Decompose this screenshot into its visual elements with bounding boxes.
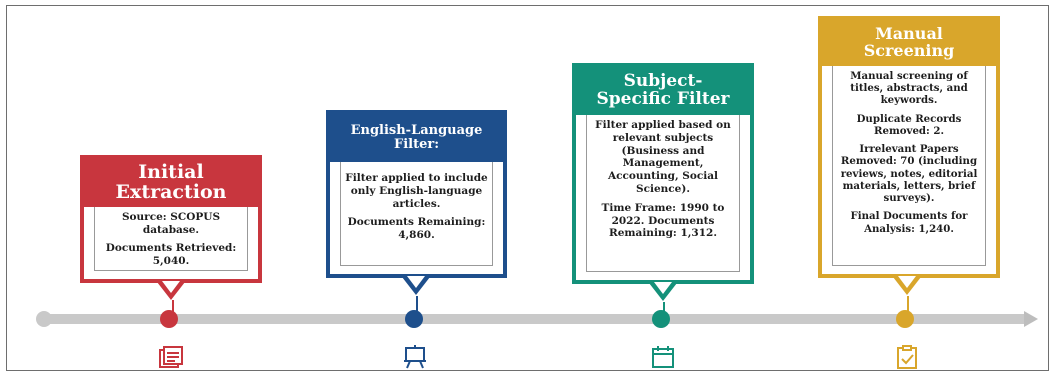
stage-1-title-line1: Initial	[138, 160, 204, 183]
stage-1-dot	[160, 310, 178, 328]
stage-1-card: Initial Extraction Source: SCOPUS databa…	[80, 155, 262, 283]
timeline-arrow-head	[1024, 311, 1038, 327]
stage-4-title-line2: Screening	[863, 41, 955, 60]
timeline-bar	[42, 314, 1032, 324]
stage-4-duplicates: Duplicate Records Removed: 2.	[856, 112, 962, 137]
stage-2-title: English-Language Filter:	[330, 114, 503, 162]
presentation-board-icon	[404, 345, 426, 369]
stage-3-body: Filter applied based on relevant subject…	[586, 115, 740, 272]
checklist-icon	[897, 345, 917, 369]
stage-3-dot	[652, 310, 670, 328]
stage-3-filter: Filter applied based on relevant subject…	[595, 119, 731, 195]
stage-3-pointer-inner	[654, 282, 672, 294]
stage-4-title-line1: Manual	[875, 24, 943, 44]
stage-3-card: Subject- Specific Filter Filter applied …	[572, 63, 754, 284]
stage-2-title-line1: English-Language	[350, 123, 483, 139]
stage-3-stem	[663, 302, 665, 312]
stage-4-final: Final Documents for Analysis: 1,240.	[850, 210, 968, 235]
stage-4-dot	[896, 310, 914, 328]
stage-4-irrelevant: Irrelevant Papers Removed: 70 (including…	[840, 143, 978, 205]
stage-1-body: Source: SCOPUS database. Documents Retri…	[94, 206, 248, 271]
stage-1-documents: Documents Retrieved: 5,040.	[105, 242, 237, 268]
stage-3-title-line2: Specific Filter	[596, 89, 730, 109]
document-stack-icon	[159, 346, 183, 368]
stage-1-title: Initial Extraction	[84, 159, 258, 207]
stage-2-filter: Filter applied to include only English-l…	[345, 172, 488, 210]
stage-3-title: Subject- Specific Filter	[576, 67, 750, 115]
stage-4-title: Manual Screening	[822, 20, 996, 66]
stage-1-title-line2: Extraction	[115, 180, 227, 203]
stage-4-body: Manual screening of titles, abstracts, a…	[832, 66, 986, 266]
stage-2-title-line2: Filter:	[393, 137, 440, 152]
stage-2-body: Filter applied to include only English-l…	[340, 162, 493, 266]
stage-3-title-line1: Subject-	[623, 71, 703, 92]
stage-2-dot	[405, 310, 423, 328]
stage-4-card: Manual Screening Manual screening of tit…	[818, 16, 1000, 278]
stage-1-pointer-inner	[162, 281, 180, 293]
stage-4-stem	[907, 296, 909, 312]
stage-1-stem	[172, 300, 174, 312]
stage-2-stem	[416, 296, 418, 312]
stage-3-timeframe: Time Frame: 1990 to 2022. Documents Rema…	[601, 201, 725, 240]
stage-4-pointer-inner	[898, 276, 916, 288]
stage-2-card: English-Language Filter: Filter applied …	[326, 110, 507, 278]
calendar-icon	[652, 346, 674, 368]
stage-2-pointer-inner	[407, 276, 425, 288]
stage-2-documents: Documents Remaining: 4,860.	[347, 216, 486, 242]
stage-4-screening: Manual screening of titles, abstracts, a…	[850, 70, 968, 107]
stage-1-source: Source: SCOPUS database.	[121, 210, 221, 236]
